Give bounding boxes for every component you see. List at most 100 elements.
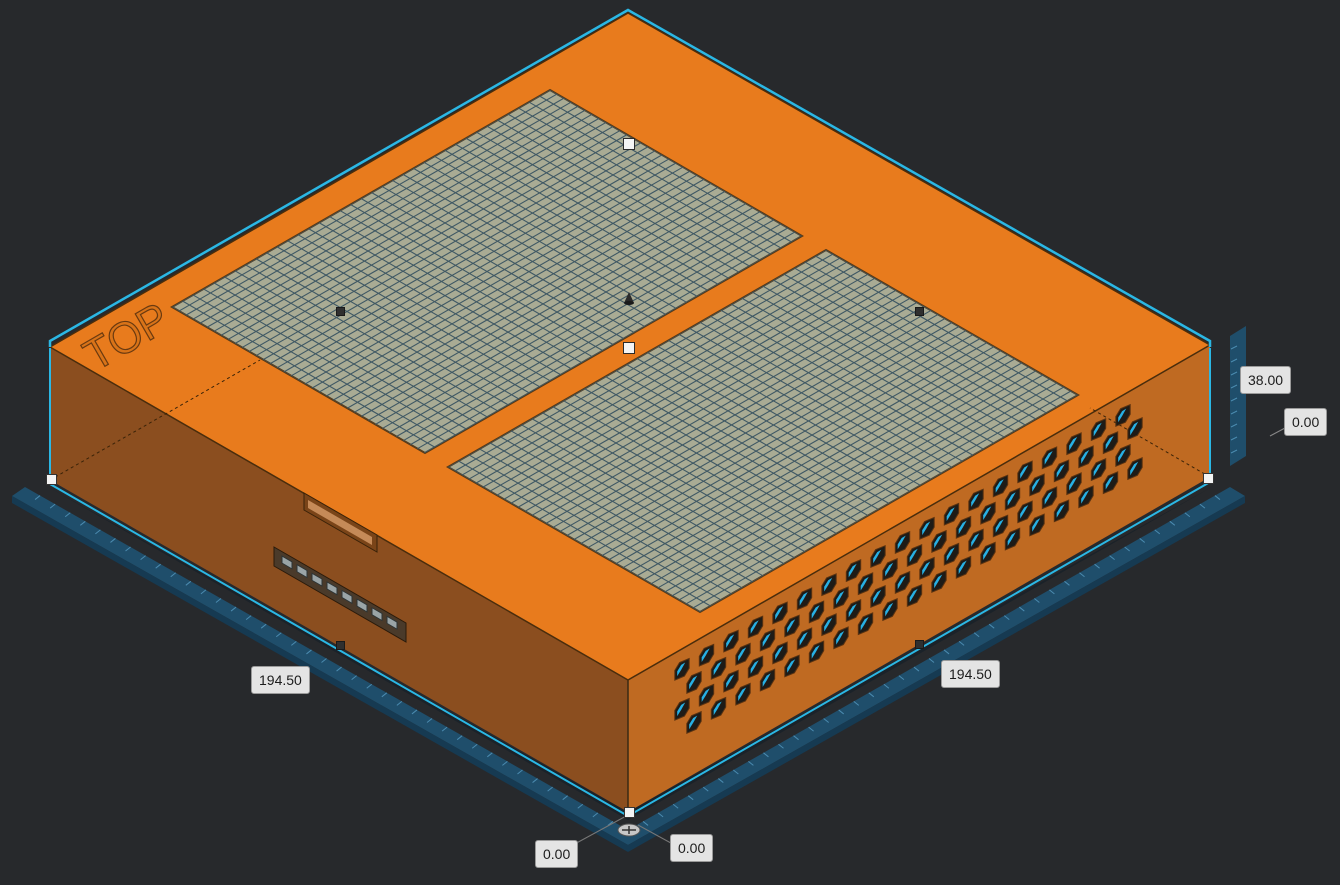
- width-right-input[interactable]: 194.50: [941, 660, 1000, 688]
- scale-handle-right[interactable]: [1203, 473, 1214, 484]
- mesh-line: [671, 378, 1051, 597]
- move-handle-icon[interactable]: [624, 292, 634, 303]
- mesh-line: [664, 374, 1044, 593]
- vent-interior: [689, 675, 698, 690]
- vent-interior: [1093, 422, 1102, 437]
- vent-hole: [857, 612, 874, 636]
- plate-tick: [793, 735, 799, 741]
- vent-interior: [787, 659, 796, 673]
- vent-hole: [1017, 500, 1033, 524]
- vent-interior: [1105, 435, 1114, 450]
- vent-interior: [1093, 462, 1102, 477]
- ruler-tick: [1230, 449, 1238, 454]
- plate-tick: [411, 709, 418, 715]
- vent-interior: [885, 602, 894, 617]
- scale-handle-top-center[interactable]: [623, 342, 635, 354]
- vent-interior: [1105, 475, 1114, 490]
- plate-tick: [778, 743, 784, 749]
- plate-tick: [245, 615, 252, 621]
- vent-hole: [759, 668, 776, 692]
- scale-handle-top-back[interactable]: [623, 138, 635, 150]
- ruler-tick: [1230, 436, 1238, 441]
- scale-handle-left[interactable]: [46, 474, 57, 485]
- vent-hole: [1053, 499, 1070, 523]
- vent-hole: [931, 569, 947, 593]
- x-position-input[interactable]: 0.00: [535, 840, 579, 868]
- edge-marker-right[interactable]: [915, 640, 924, 649]
- vent-hole: [772, 641, 788, 665]
- height-input[interactable]: 38.00: [1240, 366, 1292, 394]
- mesh-line: [234, 270, 488, 418]
- vent-interior: [946, 507, 955, 521]
- edge-marker-left[interactable]: [336, 641, 345, 650]
- vent-hole: [919, 516, 935, 540]
- vent-interior: [775, 646, 784, 660]
- port-connector: [341, 589, 353, 605]
- vent-interior: [824, 577, 833, 592]
- ruler-tick: [1230, 423, 1238, 428]
- vent-interior: [873, 549, 882, 564]
- vent-hole: [906, 543, 923, 568]
- plate-tick: [1184, 512, 1191, 518]
- vent-interior: [1118, 408, 1127, 423]
- vent-interior: [689, 715, 698, 730]
- origin-marker-icon[interactable]: [915, 307, 924, 316]
- mesh-line: [416, 231, 796, 450]
- mesh-grid-left: [172, 90, 802, 453]
- part-left-wall[interactable]: [50, 347, 628, 812]
- plate-tick: [853, 700, 860, 706]
- hidden-edge: [49, 359, 261, 481]
- vent-hole: [968, 488, 984, 512]
- vent-interior: [836, 590, 845, 605]
- plate-tick: [1139, 538, 1146, 543]
- vent-hole: [821, 613, 837, 637]
- vent-hole: [1029, 513, 1045, 537]
- move-handle-base: [624, 301, 634, 305]
- mesh-line: [448, 466, 701, 612]
- vent-interior: [1056, 504, 1065, 518]
- plate-tick: [1154, 529, 1161, 535]
- vent-interior: [677, 702, 686, 717]
- vent-hole: [968, 528, 984, 552]
- plate-tick: [808, 726, 814, 732]
- mesh-line: [423, 235, 802, 453]
- vent-interior: [995, 519, 1004, 533]
- vent-hole: [784, 654, 800, 678]
- mesh-line: [203, 288, 456, 436]
- mesh-line: [213, 282, 467, 430]
- plate-tick: [200, 589, 207, 595]
- vent-interior: [775, 606, 784, 620]
- plate-tick: [215, 598, 222, 603]
- vent-interior: [885, 562, 894, 577]
- vent-hole: [772, 601, 788, 625]
- height-ruler-ticks: [1230, 345, 1238, 454]
- vent-interior: [971, 493, 980, 507]
- plate-tick: [1018, 606, 1025, 612]
- vent-hole: [698, 683, 715, 707]
- vent-hole: [1090, 418, 1107, 442]
- build-plate-ticks: [34, 495, 1221, 826]
- vent-interior: [811, 605, 820, 619]
- width-left-input[interactable]: 194.50: [251, 666, 310, 694]
- vent-interior: [983, 506, 992, 520]
- vent-hole: [674, 697, 690, 721]
- vent-hole: [1066, 432, 1082, 456]
- vent-interior: [1081, 489, 1090, 504]
- vent-hole: [980, 501, 996, 525]
- vent-hole: [1102, 431, 1119, 455]
- vent-hole: [919, 556, 935, 580]
- origin-marker-icon[interactable]: [336, 307, 345, 316]
- elevation-input[interactable]: 0.00: [1284, 408, 1328, 436]
- rotate-gizmo-icon[interactable]: [617, 823, 641, 837]
- vent-interior: [701, 648, 710, 663]
- y-position-input[interactable]: 0.00: [670, 834, 714, 862]
- vent-interior: [762, 673, 771, 687]
- plate-tick: [898, 675, 905, 681]
- port-connector: [311, 572, 323, 587]
- vent-interior: [909, 548, 918, 563]
- scale-handle-front[interactable]: [624, 807, 635, 818]
- plate-tick: [487, 752, 493, 758]
- vent-hole: [1078, 485, 1094, 509]
